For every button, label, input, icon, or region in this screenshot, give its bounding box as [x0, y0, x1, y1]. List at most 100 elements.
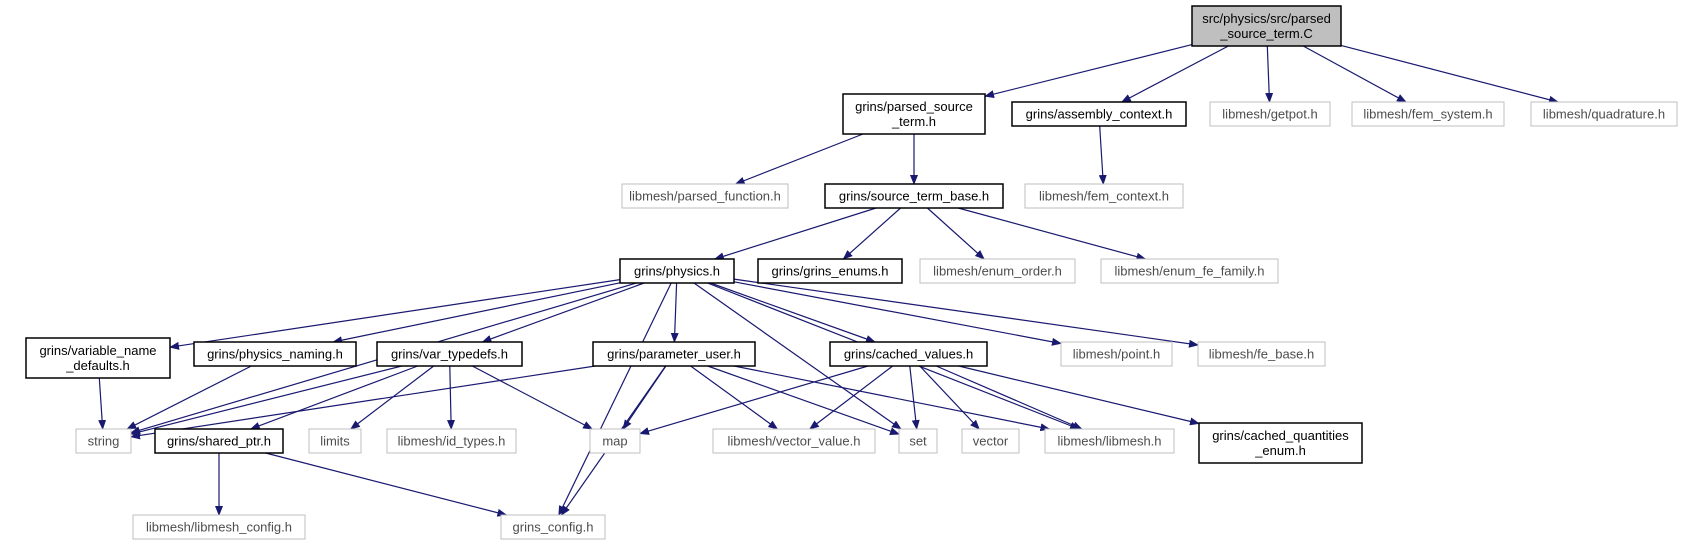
node-label: grins/physics.h: [634, 264, 720, 279]
edge-root-to-pst: [984, 44, 1193, 98]
node-label: grins/grins_enums.h: [771, 264, 888, 279]
node-label: src/physics/src/parsed: [1202, 11, 1331, 26]
node-label: libmesh/parsed_function.h: [629, 189, 781, 204]
edge-phys-to-set: [693, 282, 902, 430]
edge-stb-to-efe: [957, 207, 1147, 261]
edge-root-to-femsys: [1302, 45, 1407, 103]
edge-puser-to-set: [707, 365, 900, 435]
node-box: [1024, 183, 1184, 209]
node-box: [619, 258, 735, 284]
node-label: libmesh/enum_fe_family.h: [1114, 264, 1264, 279]
node-box: [961, 428, 1020, 454]
node-layer: src/physics/src/parsed_source_term.Cgrin…: [25, 5, 1678, 540]
edge-phys-to-vtypes: [481, 282, 645, 343]
node-box: [1011, 101, 1187, 127]
node-label: grins/physics_naming.h: [207, 347, 343, 362]
node-febase: libmesh/fe_base.h: [1197, 341, 1326, 367]
node-label: set: [909, 434, 927, 449]
node-varname[interactable]: grins/variable_name_defaults.h: [25, 337, 171, 379]
node-label: libmesh/libmesh_config.h: [146, 520, 292, 535]
node-label: limits: [320, 434, 350, 449]
edge-cvals-to-libmesh: [935, 365, 1083, 430]
node-label: libmesh/getpot.h: [1222, 107, 1317, 122]
node-label: libmesh/fem_system.h: [1363, 107, 1492, 122]
edge-pnaming-to-string: [126, 365, 252, 430]
edge-cvals-to-cqenum: [958, 365, 1200, 426]
node-label: libmesh/fe_base.h: [1209, 347, 1315, 362]
node-limits: limits: [308, 428, 362, 454]
node-puser[interactable]: grins/parameter_user.h: [592, 341, 756, 367]
node-stb[interactable]: grins/source_term_base.h: [824, 183, 1004, 209]
edge-varname-to-string: [98, 377, 107, 430]
node-map: map: [589, 428, 641, 454]
node-label: _term.h: [891, 114, 936, 129]
node-label: grins/cached_values.h: [844, 347, 973, 362]
node-label: libmesh/quadrature.h: [1543, 107, 1665, 122]
node-box: [1197, 341, 1326, 367]
node-femctx: libmesh/fem_context.h: [1024, 183, 1184, 209]
edge-phys-to-cvals: [710, 282, 876, 343]
node-box: [1530, 101, 1678, 127]
node-label: grins/parsed_source: [855, 99, 973, 114]
edge-puser-to-vval: [690, 365, 779, 430]
edge-stb-to-eorder: [926, 207, 985, 260]
node-point: libmesh/point.h: [1060, 341, 1173, 367]
node-cqenum[interactable]: grins/cached_quantities_enum.h: [1198, 422, 1363, 464]
node-box: [154, 428, 284, 454]
edge-vtypes-to-map: [472, 365, 594, 430]
node-box: [132, 514, 306, 540]
node-gconf: grins_config.h: [500, 514, 606, 540]
node-lmconf: libmesh/libmesh_config.h: [132, 514, 306, 540]
node-pst[interactable]: grins/parsed_source_term.h: [842, 93, 986, 135]
node-label: libmesh/point.h: [1073, 347, 1160, 362]
edge-pst-to-pfunc: [734, 133, 864, 185]
edge-vtypes-to-sptr: [249, 365, 418, 430]
node-quad: libmesh/quadrature.h: [1530, 101, 1678, 127]
node-box: [1060, 341, 1173, 367]
node-vtypes[interactable]: grins/var_typedefs.h: [376, 341, 523, 367]
node-label: _enum.h: [1254, 443, 1306, 458]
node-sptr[interactable]: grins/shared_ptr.h: [154, 428, 284, 454]
edge-phys-to-gconf: [558, 282, 672, 516]
node-label: libmesh/enum_order.h: [933, 264, 1062, 279]
edge-phys-to-pnaming: [332, 282, 621, 345]
edge-phys-to-puser: [670, 282, 679, 343]
node-box: [25, 337, 171, 379]
edge-sptr-to-gconf: [265, 452, 508, 517]
node-box: [1044, 428, 1175, 454]
node-idtypes: libmesh/id_types.h: [386, 428, 517, 454]
edge-cvals-to-set: [909, 365, 920, 430]
node-box: [919, 258, 1076, 284]
node-label: grins/source_term_base.h: [839, 189, 989, 204]
node-vval: libmesh/vector_value.h: [712, 428, 876, 454]
node-label: libmesh/fem_context.h: [1039, 189, 1169, 204]
node-box: [824, 183, 1004, 209]
node-label: grins_config.h: [513, 520, 594, 535]
node-box: [386, 428, 517, 454]
node-box: [898, 428, 938, 454]
node-label: grins/cached_quantities: [1212, 428, 1349, 443]
node-box: [500, 514, 606, 540]
node-label: map: [602, 434, 627, 449]
node-label: libmesh/vector_value.h: [728, 434, 861, 449]
edge-vtypes-to-string: [130, 365, 402, 436]
node-label: grins/var_typedefs.h: [391, 347, 508, 362]
node-box: [308, 428, 362, 454]
node-box: [712, 428, 876, 454]
edge-asm-to-femctx: [1098, 125, 1107, 185]
node-pnaming[interactable]: grins/physics_naming.h: [193, 341, 357, 367]
node-box: [592, 341, 756, 367]
node-box: [1191, 5, 1342, 47]
node-box: [1100, 258, 1279, 284]
node-pfunc: libmesh/parsed_function.h: [621, 183, 789, 209]
node-asm[interactable]: grins/assembly_context.h: [1011, 101, 1187, 127]
node-root[interactable]: src/physics/src/parsed_source_term.C: [1191, 5, 1342, 47]
node-cvals[interactable]: grins/cached_values.h: [829, 341, 988, 367]
node-genums[interactable]: grins/grins_enums.h: [757, 258, 903, 284]
node-label: vector: [973, 434, 1009, 449]
edge-phys-to-febase: [733, 278, 1199, 348]
edge-root-to-getpot: [1265, 45, 1274, 103]
node-phys[interactable]: grins/physics.h: [619, 258, 735, 284]
edge-phys-to-varname: [169, 279, 621, 350]
node-box: [193, 341, 357, 367]
